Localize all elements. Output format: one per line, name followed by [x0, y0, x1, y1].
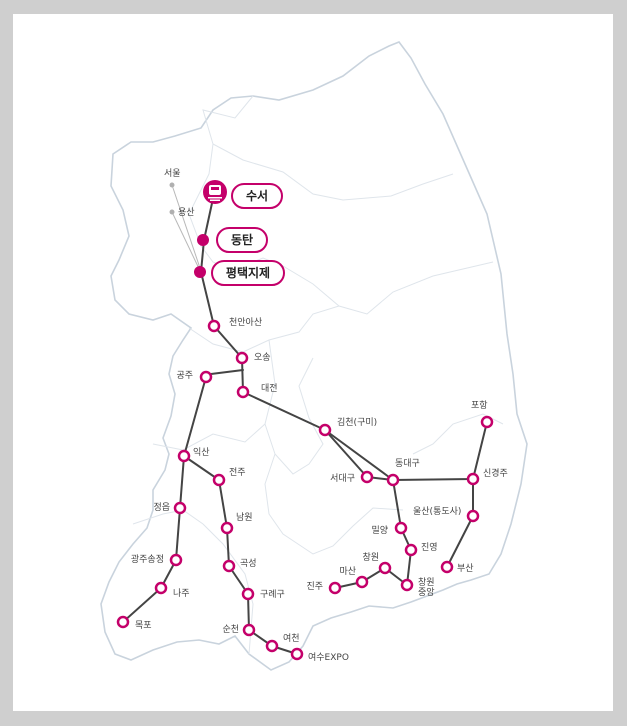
- station-label-cheonanasan: 천안아산: [229, 317, 262, 328]
- station-label-iksan: 익산: [193, 446, 210, 458]
- station-label-gwangjusongjeong: 광주송정: [131, 553, 164, 565]
- station-label-seoul: 서울: [164, 168, 181, 179]
- station-label-ulsan: 울산(통도사): [413, 506, 461, 517]
- station-yongsan[interactable]: [169, 209, 175, 215]
- station-label-gongju: 공주: [176, 370, 193, 381]
- station-label-busan: 부산: [457, 563, 474, 574]
- station-label-jinju: 진주: [306, 581, 323, 592]
- station-pill-dongtan[interactable]: [216, 227, 268, 253]
- station-label-jeonju: 전주: [229, 467, 246, 478]
- station-label-gimcheon: 김천(구미): [337, 416, 377, 428]
- station-jinyeong[interactable]: [404, 543, 418, 557]
- station-jeonju[interactable]: [212, 473, 226, 487]
- station-namwon[interactable]: [220, 521, 234, 535]
- station-jinju[interactable]: [328, 581, 342, 595]
- station-label-namwon: 남원: [236, 512, 253, 523]
- station-pohang[interactable]: [480, 415, 494, 429]
- station-changwonjungang[interactable]: [400, 578, 414, 592]
- station-jeongeup[interactable]: [173, 501, 187, 515]
- station-gimcheon[interactable]: [318, 423, 332, 437]
- station-gwangjusongjeong[interactable]: [169, 553, 183, 567]
- station-label-suncheon: 순천: [222, 624, 239, 635]
- station-dongtan-marker[interactable]: [197, 234, 209, 246]
- station-label-osong: 오송: [254, 352, 271, 363]
- station-pill-suseo[interactable]: [231, 183, 283, 209]
- station-label-daejeon: 대전: [261, 383, 278, 394]
- station-mokpo[interactable]: [116, 615, 130, 629]
- station-label-seodaegu: 서대구: [330, 473, 355, 484]
- train-icon: [208, 185, 222, 201]
- inactive-line: [171, 184, 204, 278]
- station-yeosuexpo[interactable]: [290, 647, 304, 661]
- station-label-guryegu: 구례구: [260, 589, 285, 600]
- station-dongdaegu[interactable]: [386, 473, 400, 487]
- station-gongju[interactable]: [199, 370, 213, 384]
- korea-outline: [100, 41, 528, 671]
- station-label-gokseong: 곡성: [240, 558, 257, 569]
- station-label-yongsan: 용산: [178, 207, 195, 218]
- station-iksan[interactable]: [177, 449, 191, 463]
- station-label-pohang: 포항: [471, 400, 488, 411]
- station-suncheon[interactable]: [242, 623, 256, 637]
- station-label-yeocheon: 여천: [283, 632, 300, 644]
- station-seodaegu[interactable]: [360, 470, 374, 484]
- station-yeocheon[interactable]: [265, 639, 279, 653]
- station-label-suseo: 수서: [246, 188, 268, 203]
- station-pill-pyeongtaek[interactable]: [211, 260, 285, 286]
- station-seoul[interactable]: [169, 182, 175, 188]
- station-label-naju: 나주: [173, 588, 190, 599]
- station-guryegu[interactable]: [241, 587, 255, 601]
- station-gokseong[interactable]: [222, 559, 236, 573]
- station-changwon[interactable]: [378, 561, 392, 575]
- inactive-stations: 서울 용산: [164, 168, 195, 218]
- station-osong[interactable]: [235, 351, 249, 365]
- station-masan[interactable]: [355, 575, 369, 589]
- station-singyeongju[interactable]: [466, 472, 480, 486]
- station-cheonanasan[interactable]: [207, 319, 221, 333]
- station-label-jeongeup: 정읍: [153, 502, 170, 513]
- station-label-mokpo: 목포: [135, 620, 152, 631]
- station-label-miryang: 밀양: [371, 524, 388, 536]
- station-label-jinyeong: 진영: [421, 542, 438, 553]
- station-label-pyeongtaek: 평택지제: [226, 265, 270, 280]
- station-label-masan: 마산: [339, 566, 356, 577]
- station-label-singyeongju: 신경주: [483, 467, 508, 479]
- station-daejeon[interactable]: [236, 385, 250, 399]
- station-busan[interactable]: [440, 560, 454, 574]
- station-naju[interactable]: [154, 581, 168, 595]
- station-miryang[interactable]: [394, 521, 408, 535]
- station-ulsan[interactable]: [466, 509, 480, 523]
- station-pyeongtaek-marker[interactable]: [194, 266, 206, 278]
- station-label-changwon: 창원: [362, 552, 379, 563]
- highlight-stations: 수서 동탄 평택지제: [194, 180, 285, 286]
- station-label-dongtan: 동탄: [231, 232, 253, 247]
- station-label-yeosuexpo: 여수EXPO: [308, 651, 349, 663]
- station-label-dongdaegu: 동대구: [395, 458, 420, 469]
